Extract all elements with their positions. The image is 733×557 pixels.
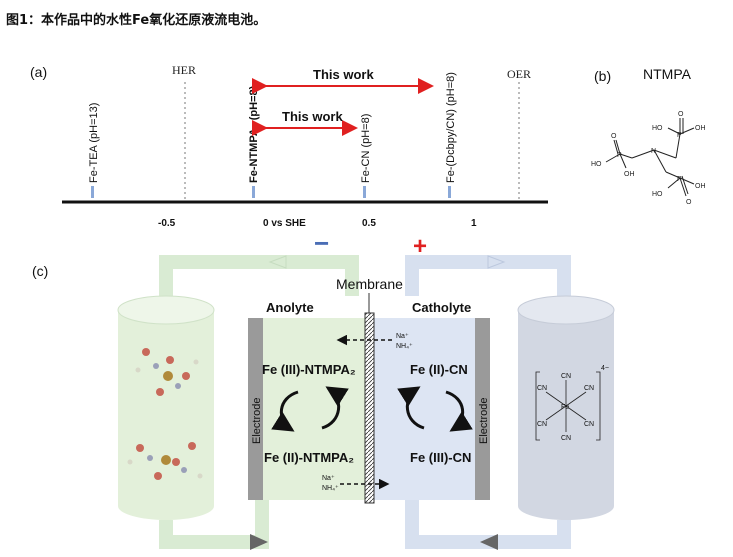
minus-terminal: − [314, 228, 329, 258]
species-tea: Fe-TEA (pH=13) [88, 103, 100, 183]
ferrocyanide-complex [535, 371, 601, 441]
this-work-top-label: This work [313, 67, 374, 82]
plus-terminal: + [413, 233, 427, 260]
ion-bottom-2: NH₄⁺ [322, 485, 339, 492]
anode-electrode [248, 318, 263, 500]
complex-ligand-3: CN [537, 385, 547, 392]
catholyte-compartment [374, 318, 490, 500]
anode-electrode-label: Electrode [251, 398, 263, 444]
complex-ligand-4: CN [584, 385, 594, 392]
atom-p2: P [617, 152, 622, 159]
tick-marker-tea [91, 186, 94, 198]
ion-bottom-1: Na⁺ [322, 475, 335, 482]
atom-ho3: HO [652, 191, 663, 198]
anode-loop-top [159, 255, 359, 300]
anode-loop-bottom [159, 500, 269, 549]
panel-a: (a) HER OER Fe-TEA (pH=13) Fe-NTMPA₂ (pH… [30, 63, 548, 229]
atom-oh1: OH [695, 125, 706, 132]
catholyte-label: Catholyte [412, 300, 471, 315]
tick-marker-cn [363, 186, 366, 198]
panel-c: (c) − + [32, 228, 615, 550]
species-ntmpa: Fe-NTMPA₂ (pH=8) [248, 85, 260, 183]
panel-b-title: NTMPA [643, 66, 692, 82]
anolyte-label: Anolyte [266, 300, 314, 315]
complex-center: Fe [561, 404, 569, 411]
atom-ho1: HO [652, 125, 663, 132]
ion-top-1: Na⁺ [396, 333, 409, 340]
anolyte-cycle-arrows [271, 386, 349, 432]
figure-caption: 图1：本作品中的水性Fe氧化还原液流电池。 [6, 12, 266, 28]
ion-top-2: NH₄⁺ [396, 343, 413, 350]
tick-marker-dcbpy [448, 186, 451, 198]
atom-oh3: OH [695, 183, 706, 190]
tick-label-neg05: -0.5 [158, 218, 176, 229]
anolyte-tank [117, 295, 215, 520]
this-work-mid-label: This work [282, 109, 343, 124]
tick-label-1: 1 [471, 218, 477, 229]
anolyte-molecules [127, 348, 203, 480]
cathode-flow-arrow-top [487, 255, 506, 269]
cathode-electrode-label: Electrode [478, 398, 490, 444]
atom-p1: P [677, 132, 682, 139]
species-cn: Fe-CN (pH=8) [360, 114, 372, 183]
species-dcbpy: Fe-(Dcbpy/CN) (pH=8) [445, 72, 457, 183]
tick-label-05: 0.5 [362, 218, 376, 229]
ntmpa-structure [605, 118, 695, 197]
cathode-electrode [475, 318, 490, 500]
complex-ligand-5: CN [537, 421, 547, 428]
her-label: HER [172, 63, 196, 77]
panel-b: (b) NTMPA N P O HO OH P O HO [591, 66, 706, 206]
oer-label: OER [507, 67, 531, 81]
anode-flow-arrow-top [268, 255, 287, 269]
anolyte-compartment [248, 318, 365, 500]
atom-o2: O [611, 133, 617, 140]
membrane [364, 312, 375, 504]
panel-a-label: (a) [30, 64, 47, 80]
complex-charge: 4− [601, 365, 609, 372]
atom-n: N [651, 148, 656, 155]
cathode-flow-arrow-bottom [480, 534, 498, 550]
panel-b-label: (b) [594, 68, 611, 84]
catholyte-species-bottom: Fe (III)-CN [410, 450, 471, 465]
catholyte-species-top: Fe (II)-CN [410, 362, 468, 377]
atom-o1: O [678, 111, 684, 118]
tick-marker-ntmpa [252, 186, 255, 198]
complex-ligand-2: CN [561, 435, 571, 442]
atom-o3: O [686, 199, 692, 206]
catholyte-cycle-arrows [397, 386, 473, 432]
anode-flow-arrow-bottom [250, 534, 268, 550]
anolyte-species-bottom: Fe (II)-NTMPA₂ [264, 450, 354, 465]
panel-c-label: (c) [32, 263, 48, 279]
complex-ligand-1: CN [561, 373, 571, 380]
atom-p3: P [677, 176, 682, 183]
membrane-label: Membrane [336, 276, 403, 292]
anolyte-species-top: Fe (III)-NTMPA₂ [262, 362, 356, 377]
atom-oh2: OH [624, 171, 635, 178]
tick-label-zero: 0 vs SHE [263, 218, 306, 229]
complex-ligand-6: CN [584, 421, 594, 428]
atom-ho2: HO [591, 161, 602, 168]
